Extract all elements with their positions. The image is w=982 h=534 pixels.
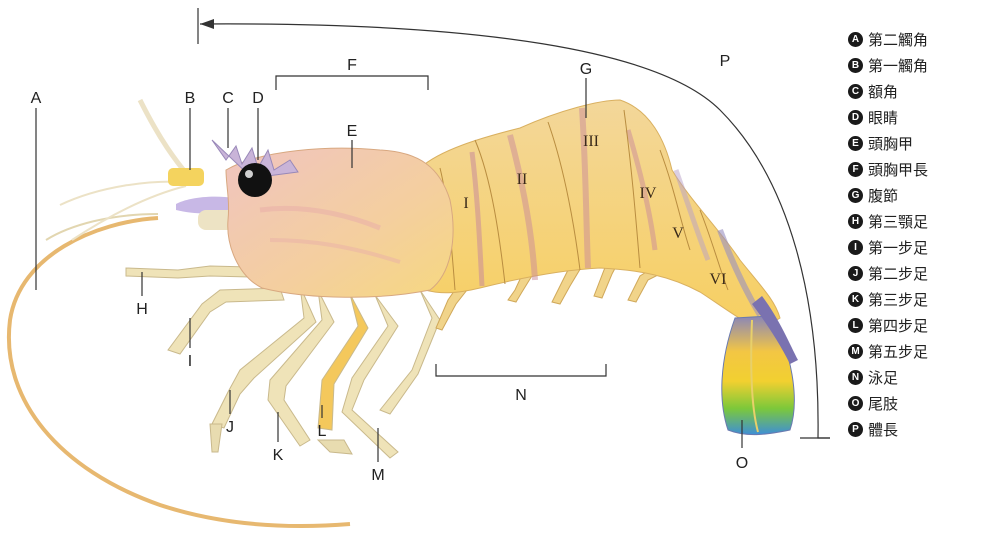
label-o: O [736,455,748,472]
badge-a: A [848,32,863,47]
legend-item-a: A 第二觸角 [848,26,982,52]
label-c: C [222,90,234,107]
badge-i: I [848,240,863,255]
legend-text-b: 第一觸角 [868,55,928,76]
segment-4: IV [640,185,657,202]
legend-item-n: N 泳足 [848,364,982,390]
legend-item-k: K 第三步足 [848,286,982,312]
badge-b: B [848,58,863,73]
carapace [212,140,453,297]
legend-item-m: M 第五步足 [848,338,982,364]
label-p: P [720,53,731,70]
legend-text-g: 腹節 [868,185,898,206]
badge-m: M [848,344,863,359]
legend-text-k: 第三步足 [868,289,928,310]
label-f: F [347,57,357,74]
legend-text-a: 第二觸角 [868,29,928,50]
badge-f: F [848,162,863,177]
label-m: M [371,467,384,484]
legend-text-o: 尾肢 [868,393,898,414]
legend-text-h: 第三顎足 [868,211,928,232]
tail-fan [722,296,798,435]
first-antenna [140,100,190,178]
legend: A 第二觸角 B 第一觸角 C 額角 D 眼睛 E 頭胸甲 F 頭胸甲長 G 腹節 H 第三顎足… [848,26,982,442]
label-j: J [226,419,234,436]
legend-text-l: 第四步足 [868,315,928,336]
badge-e: E [848,136,863,151]
label-a: A [31,90,42,107]
legend-item-h: H 第三顎足 [848,208,982,234]
legend-text-e: 頭胸甲 [868,133,913,154]
badge-p: P [848,422,863,437]
legend-item-p: P 體長 [848,416,982,442]
badge-j: J [848,266,863,281]
legend-text-j: 第二步足 [868,263,928,284]
label-e: E [347,123,358,140]
legend-text-c: 額角 [868,81,898,102]
segment-1: I [463,195,468,212]
badge-c: C [848,84,863,99]
legend-item-g: G 腹節 [848,182,982,208]
badge-o: O [848,396,863,411]
shrimp-illustration [9,100,798,526]
legend-item-d: D 眼睛 [848,104,982,130]
label-k: K [273,447,284,464]
legend-item-c: C 額角 [848,78,982,104]
legend-item-o: O 尾肢 [848,390,982,416]
antenna-peduncle [168,168,204,186]
legend-item-e: E 頭胸甲 [848,130,982,156]
badge-d: D [848,110,863,125]
badge-k: K [848,292,863,307]
badge-g: G [848,188,863,203]
label-b: B [185,90,196,107]
legend-item-b: B 第一觸角 [848,52,982,78]
legend-item-j: J 第二步足 [848,260,982,286]
badge-n: N [848,370,863,385]
segment-5: V [672,225,684,242]
segment-6: VI [710,271,727,288]
legend-item-l: L 第四步足 [848,312,982,338]
legend-text-p: 體長 [868,419,898,440]
legend-text-d: 眼睛 [868,107,898,128]
label-h: H [136,301,148,318]
legend-text-f: 頭胸甲長 [868,159,928,180]
legend-item-f: F 頭胸甲長 [848,156,982,182]
label-g: G [580,61,592,78]
segment-3: III [583,133,599,150]
label-n: N [515,387,527,404]
badge-h: H [848,214,863,229]
label-i: I [188,353,192,370]
label-l: L [318,423,327,440]
legend-item-i: I 第一步足 [848,234,982,260]
segment-2: II [517,171,528,188]
badge-l: L [848,318,863,333]
legend-text-n: 泳足 [868,367,898,388]
legend-text-i: 第一步足 [868,237,928,258]
eye [238,163,272,197]
legend-text-m: 第五步足 [868,341,928,362]
label-d: D [252,90,264,107]
